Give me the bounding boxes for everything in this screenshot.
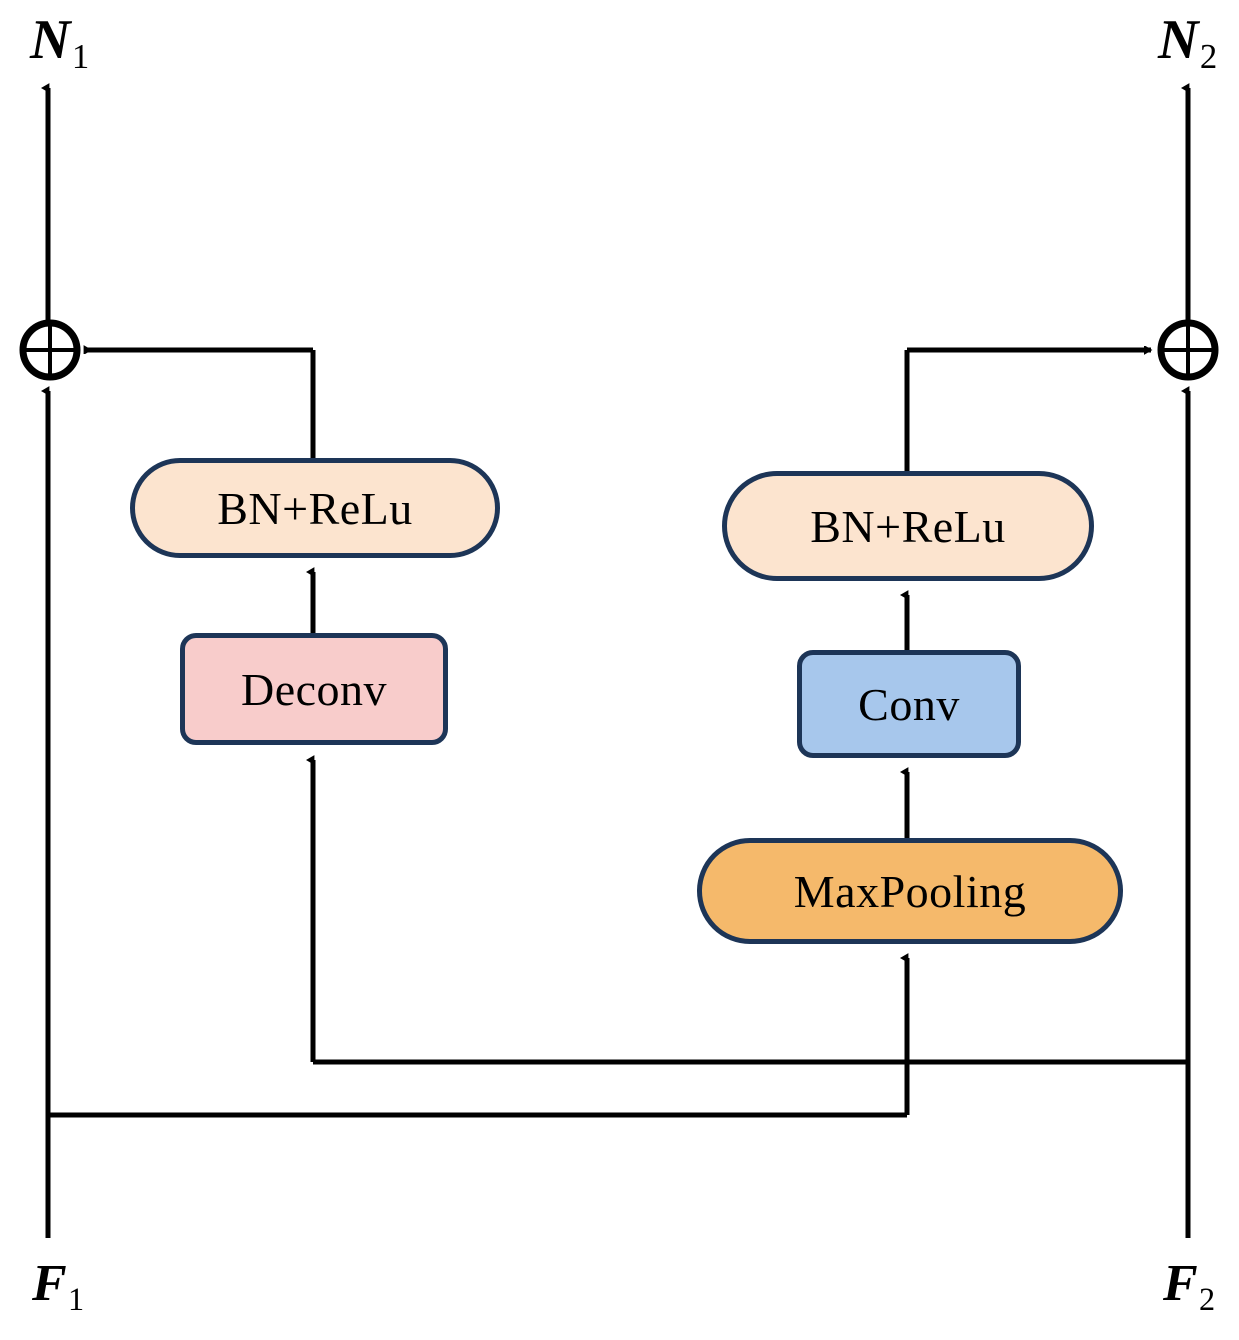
label-n1-sub: 1 xyxy=(71,37,90,77)
label-input-left-f1: F1 xyxy=(32,1255,84,1315)
label-f1-sub: 1 xyxy=(67,1280,85,1317)
label-n2-base: N xyxy=(1158,9,1199,71)
node-deconv[interactable]: Deconv xyxy=(180,633,448,745)
node-bnrelu-right[interactable]: BN+ReLu xyxy=(722,471,1094,581)
node-maxpooling[interactable]: MaxPooling xyxy=(697,838,1123,944)
label-f2-base: F xyxy=(1163,1255,1198,1312)
label-f2-sub: 2 xyxy=(1198,1280,1216,1317)
node-conv-label: Conv xyxy=(858,678,960,730)
label-n1-base: N xyxy=(30,9,71,71)
node-maxpooling-label: MaxPooling xyxy=(793,865,1027,917)
node-bnrelu-left[interactable]: BN+ReLu xyxy=(130,458,500,558)
label-f1-base: F xyxy=(32,1255,67,1312)
label-input-right-f2: F2 xyxy=(1163,1255,1215,1315)
node-conv[interactable]: Conv xyxy=(797,650,1021,758)
label-output-left-n1: N1 xyxy=(30,9,89,74)
left-sum-operator xyxy=(19,319,81,381)
node-bnrelu-left-label: BN+ReLu xyxy=(217,482,413,534)
node-deconv-label: Deconv xyxy=(240,663,388,715)
right-sum-operator xyxy=(1157,319,1219,381)
label-output-right-n2: N2 xyxy=(1158,9,1217,74)
label-n2-sub: 2 xyxy=(1199,37,1218,77)
node-bnrelu-right-label: BN+ReLu xyxy=(810,500,1006,552)
